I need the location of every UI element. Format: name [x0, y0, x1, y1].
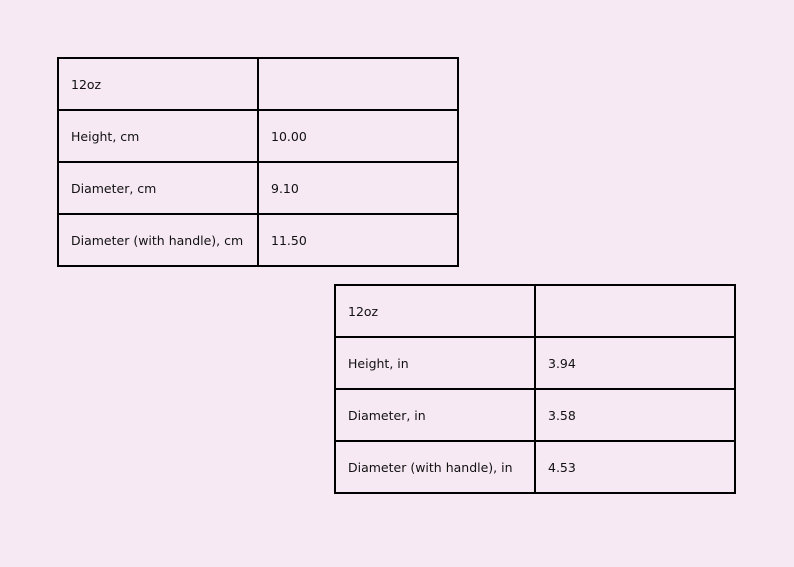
- table-row: 12oz: [57, 57, 459, 111]
- size-value-cell: [534, 284, 736, 338]
- table-row: Diameter (with handle), in 4.53: [334, 440, 736, 494]
- diameter-handle-value-cell: 11.50: [257, 213, 459, 267]
- size-value-cell: [257, 57, 459, 111]
- diameter-label-cell: Diameter, in: [334, 388, 536, 442]
- diameter-handle-value-cell: 4.53: [534, 440, 736, 494]
- diameter-label-cell: Diameter, cm: [57, 161, 259, 215]
- table-row: Diameter (with handle), cm 11.50: [57, 213, 459, 267]
- table-row: Diameter, in 3.58: [334, 388, 736, 442]
- table-row: Height, cm 10.00: [57, 109, 459, 163]
- imperial-size-table: 12oz Height, in 3.94 Diameter, in 3.58 D…: [334, 284, 736, 494]
- diameter-handle-label-cell: Diameter (with handle), in: [334, 440, 536, 494]
- metric-size-table: 12oz Height, cm 10.00 Diameter, cm 9.10 …: [57, 57, 459, 267]
- height-label-cell: Height, cm: [57, 109, 259, 163]
- table-row: Diameter, cm 9.10: [57, 161, 459, 215]
- height-value-cell: 3.94: [534, 336, 736, 390]
- table-row: 12oz: [334, 284, 736, 338]
- height-label-cell: Height, in: [334, 336, 536, 390]
- table-row: Height, in 3.94: [334, 336, 736, 390]
- diameter-handle-label-cell: Diameter (with handle), cm: [57, 213, 259, 267]
- size-label-cell: 12oz: [334, 284, 536, 338]
- diameter-value-cell: 9.10: [257, 161, 459, 215]
- height-value-cell: 10.00: [257, 109, 459, 163]
- diameter-value-cell: 3.58: [534, 388, 736, 442]
- size-label-cell: 12oz: [57, 57, 259, 111]
